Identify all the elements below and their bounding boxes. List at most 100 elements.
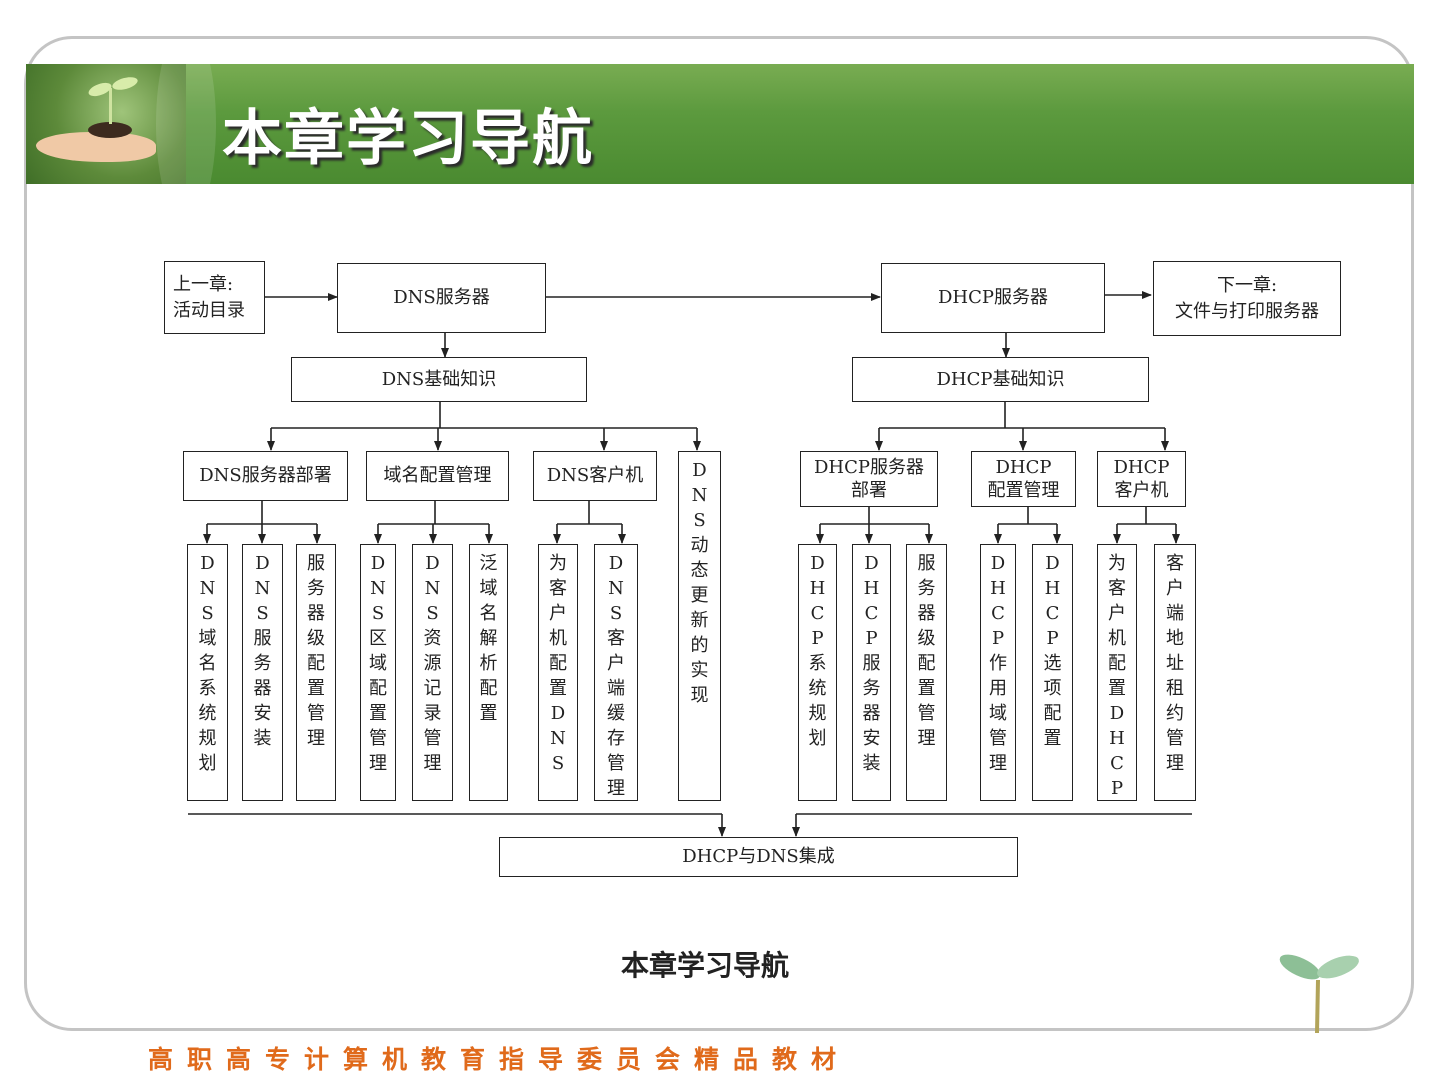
dns-basics-box[interactable]: DNS基础知识	[291, 357, 587, 402]
vertical-char: 统	[808, 678, 827, 699]
vertical-char: 管	[307, 703, 325, 724]
vertical-char: S	[371, 603, 385, 624]
vertical-char: 户	[549, 603, 567, 624]
vertical-char: 理	[1166, 753, 1184, 774]
vertical-char: 置	[479, 703, 498, 724]
vertical-char: 选	[1043, 653, 1062, 674]
vertical-char: C	[1110, 753, 1124, 774]
dhcp-group-config-box[interactable]: DHCP 配置管理	[971, 451, 1076, 507]
vertical-char: 配	[369, 678, 387, 699]
vertical-char: 现	[690, 685, 709, 706]
vertical-char: D	[692, 460, 707, 481]
dhcp-server-label: DHCP服务器	[937, 287, 1048, 309]
vertical-char: H	[809, 578, 826, 599]
dhcp-server-box[interactable]: DHCP服务器	[881, 263, 1105, 333]
dhcp-group-config-label-2: 配置管理	[987, 480, 1060, 501]
vertical-char: N	[424, 578, 441, 599]
next-chapter-box[interactable]: 下一章: 文件与打印服务器	[1153, 261, 1341, 336]
vertical-char: 客	[1166, 553, 1184, 574]
vertical-char: D	[608, 553, 624, 574]
dhcp-leaf-server-config[interactable]: 服务器级配置管理	[906, 544, 947, 801]
prev-chapter-label: 上一章:	[173, 274, 234, 296]
vertical-char: 服	[307, 553, 325, 574]
vertical-char: 务	[917, 578, 936, 599]
dns-basics-label: DNS基础知识	[381, 368, 497, 390]
dhcp-basics-box[interactable]: DHCP基础知识	[852, 357, 1149, 402]
vertical-char: H	[1109, 728, 1125, 749]
vertical-char: 系	[198, 678, 217, 699]
vertical-char: 客	[549, 578, 567, 599]
vertical-char: 置	[549, 678, 567, 699]
dns-group-domain-box[interactable]: 域名配置管理	[366, 451, 509, 501]
vertical-char: 服	[253, 628, 272, 649]
dhcp-dns-integration-label: DHCP与DNS集成	[682, 846, 835, 868]
vertical-char: S	[256, 603, 269, 624]
vertical-char: D	[550, 703, 566, 724]
dhcp-group-deploy-box[interactable]: DHCP服务器 部署	[800, 451, 938, 507]
vertical-char: 名	[479, 603, 498, 624]
dns-leaf-server-config[interactable]: 服务器级配置管理	[296, 544, 336, 801]
vertical-char: C	[810, 603, 825, 624]
vertical-char: 缓	[607, 703, 625, 724]
vertical-char: 域	[369, 653, 387, 674]
vertical-char: S	[693, 510, 706, 531]
dns-leaf-wildcard-domain[interactable]: 泛域名解析配置	[469, 544, 508, 801]
dhcp-leaf-lease-management[interactable]: 客户端地址租约管理	[1154, 544, 1196, 801]
vertical-char: 新	[690, 610, 709, 631]
dns-server-box[interactable]: DNS服务器	[337, 263, 546, 333]
vertical-char: C	[991, 603, 1005, 624]
dns-group-client-label: DNS客户机	[546, 465, 644, 487]
vertical-char: N	[199, 578, 216, 599]
vertical-char: 户	[607, 653, 625, 674]
dns-group-deploy-box[interactable]: DNS服务器部署	[183, 451, 348, 501]
vertical-char: 安	[253, 703, 272, 724]
prev-chapter-box[interactable]: 上一章: 活动目录	[164, 261, 265, 334]
dns-group-client-box[interactable]: DNS客户机	[533, 451, 657, 501]
vertical-char: 配	[307, 653, 325, 674]
vertical-char: 区	[369, 628, 387, 649]
vertical-char: N	[254, 578, 271, 599]
dhcp-group-deploy-label-2: 部署	[851, 480, 887, 501]
vertical-char: 理	[423, 753, 442, 774]
vertical-char: 动	[690, 535, 709, 556]
vertical-char: D	[255, 553, 270, 574]
vertical-char: 名	[198, 653, 217, 674]
vertical-char: 的	[690, 635, 709, 656]
vertical-char: 置	[307, 678, 325, 699]
vertical-char: 项	[1043, 678, 1062, 699]
vertical-char: 服	[917, 553, 936, 574]
vertical-char: 记	[423, 678, 442, 699]
vertical-char: C	[864, 603, 879, 624]
vertical-char: 泛	[479, 553, 498, 574]
dhcp-dns-integration-box[interactable]: DHCP与DNS集成	[499, 837, 1018, 877]
vertical-char: 理	[917, 728, 936, 749]
dhcp-group-client-box[interactable]: DHCP 客户机	[1097, 451, 1186, 507]
vertical-char: P	[865, 628, 878, 649]
vertical-char: H	[863, 578, 880, 599]
vertical-char: 用	[989, 678, 1007, 699]
dhcp-group-config-label-1: DHCP	[995, 456, 1052, 478]
vertical-char: 理	[307, 728, 325, 749]
vertical-char: D	[1045, 553, 1060, 574]
vertical-char: 约	[1166, 703, 1184, 724]
prev-chapter-title: 活动目录	[173, 299, 245, 321]
vertical-char: 管	[423, 728, 442, 749]
vertical-char: 配	[549, 653, 567, 674]
vertical-char: 划	[198, 753, 217, 774]
seedling-in-hand-image	[26, 64, 186, 184]
vertical-char: D	[990, 553, 1006, 574]
vertical-char: 域	[479, 578, 498, 599]
vertical-char: P	[1046, 628, 1059, 649]
